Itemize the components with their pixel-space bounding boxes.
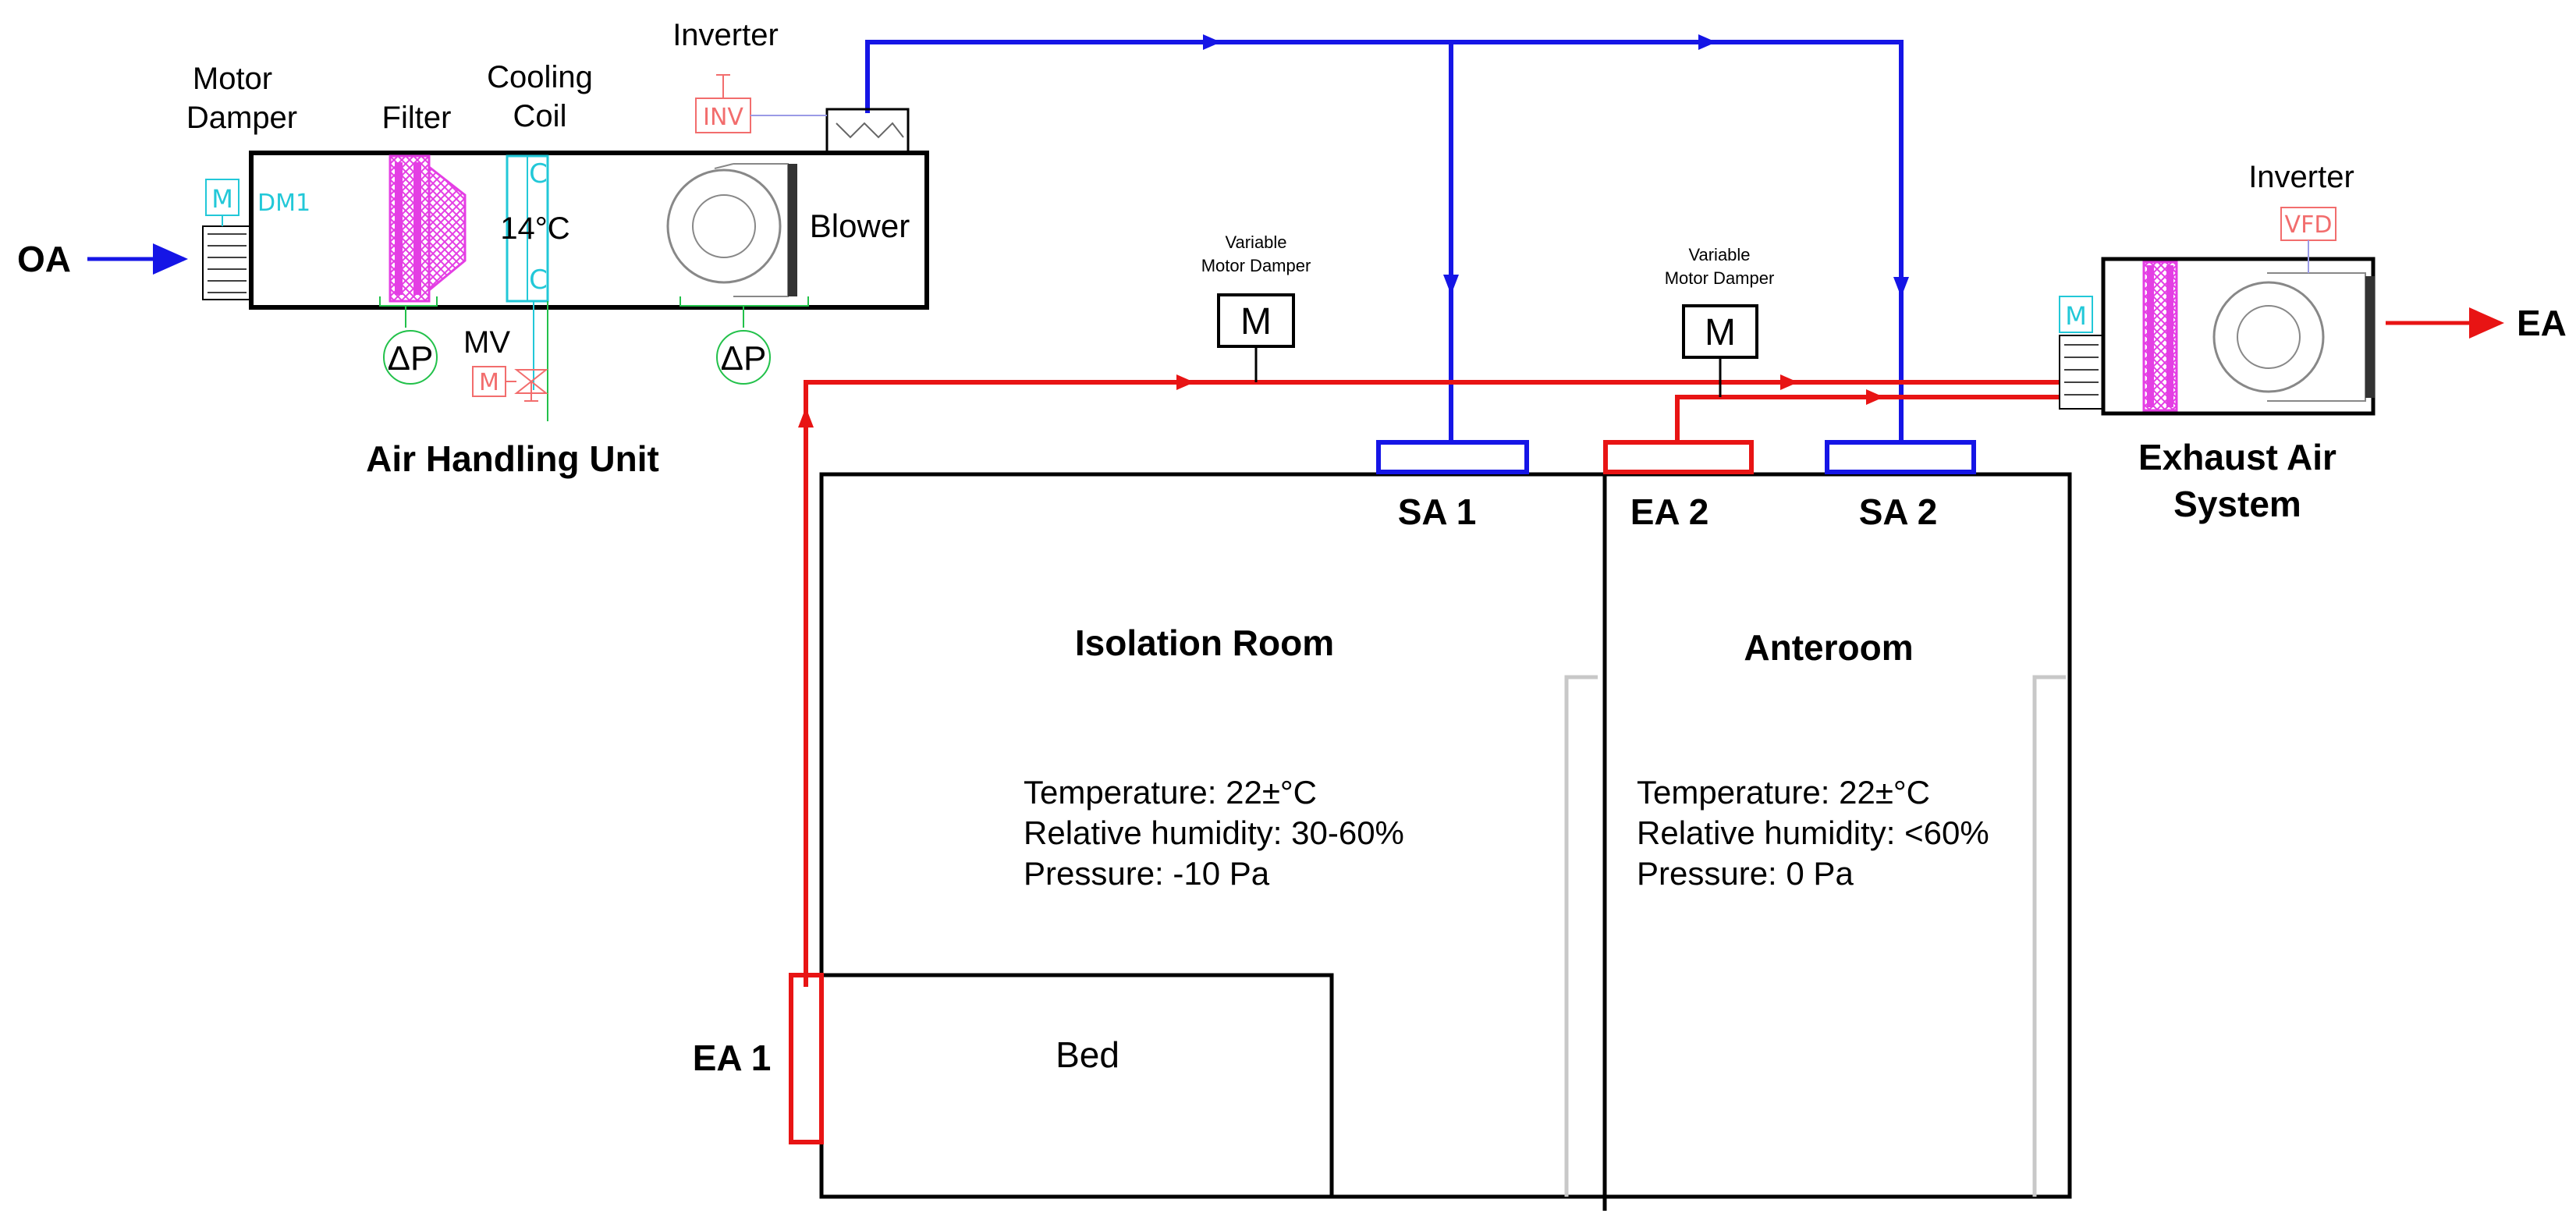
sa2-label: SA 2 [1859,491,1938,532]
motor-damper-label: Motor [193,62,272,96]
coil-symbol: C [529,158,548,190]
variable-motor-damper-1: Variable Motor Damper M [1201,232,1311,382]
exhaust-flow-arrows [798,374,1884,428]
blower-dp-tubing [679,296,809,328]
supply-air-duct [865,40,1904,442]
ahu-damper-motor-symbol: M [211,184,233,214]
damper-label: Motor Damper [1665,268,1775,288]
supply-flow-arrows [1203,34,1909,297]
ea-label: EA [2517,303,2567,343]
ea1-grille [789,973,824,1144]
damper-label: Motor Damper [1201,256,1311,275]
arrow-right-icon [1698,34,1716,50]
arrow-up-icon [798,407,814,428]
filter-dp-label: ΔP [388,339,434,378]
differential-pressure-sensor-icon [383,330,438,385]
sa1-diffuser [1376,440,1529,474]
ahu-fan-outlet [825,108,910,154]
door-frame [1564,675,2066,1197]
centrifugal-fan-icon [2212,281,2325,393]
ahu-inverter-label: Inverter [672,18,779,52]
ahu-damper-blades [208,233,247,293]
blower-dp-label: ΔP [721,339,767,378]
arrow-right-icon [1866,389,1884,405]
exhaust-damper-box [2059,335,2104,410]
damper-label: Variable [1225,232,1286,252]
ahu-cooling-coil: C C [506,154,549,303]
exhaust-filter [2142,261,2178,412]
exhaust-title: System [2173,484,2301,524]
exhaust-air-duct [804,380,2060,987]
isolation-room-pressure: Pressure: -10 Pa [1024,855,1270,892]
motor-icon [2059,296,2093,333]
oa-label: OA [17,239,71,279]
isolation-room-title: Isolation Room [1075,623,1334,663]
arrow-right-icon [1780,374,1798,390]
valve-motor-symbol: M [479,369,499,396]
arrow-right-icon [1203,34,1221,50]
isolation-room-temperature: Temperature: 22±°C [1024,774,1317,811]
damper-motor-symbol: M [1240,301,1272,342]
exhaust-inverter-tag: VFD [2285,211,2333,239]
exhaust-blower [2212,272,2375,402]
exhaust-damper-motor-symbol: M [2065,301,2087,331]
ahu-filter [389,154,467,303]
exhaust-damper-blades [2064,344,2099,396]
coil-temperature: 14°C [500,211,569,246]
exhaust-title: Exhaust Air [2138,437,2336,477]
damper-motor-symbol: M [1705,312,1736,353]
ea2-label: EA 2 [1630,491,1709,532]
ahu-title: Air Handling Unit [366,438,659,479]
anteroom-humidity: Relative humidity: <60% [1637,814,1989,851]
motor-valve-icon [514,369,548,402]
anteroom-title: Anteroom [1744,627,1913,668]
ahu-inverter-tag: INV [703,104,743,131]
arrow-right-icon [1176,374,1194,390]
variable-motor-damper-2: Variable Motor Damper M [1665,245,1775,397]
centrifugal-fan-icon [666,169,782,284]
cooling-coil-label: Coil [513,99,567,133]
ahu-damper-tag: DM1 [257,190,310,217]
arrow-down-icon [1443,275,1459,295]
anteroom-temperature: Temperature: 22±°C [1637,774,1930,811]
damper-label: Variable [1688,245,1750,264]
motor-damper-label: Damper [186,101,297,135]
exhaust-air-system: M VFD [2059,207,2376,416]
bed-label: Bed [1056,1034,1119,1075]
ahu-damper-box [202,225,252,300]
filter-dp-tubing [379,296,438,328]
coil-symbol: C [529,264,548,296]
bed [819,973,1334,1199]
anteroom-pressure: Pressure: 0 Pa [1637,855,1854,892]
air-handling-unit: M DM1 ΔP C C 14°C M MV [202,74,929,421]
cooling-coil-label: Cooling [487,60,593,94]
exhaust-inverter-label: Inverter [2248,160,2354,194]
ea2-grille [1603,440,1754,474]
sa1-label: SA 1 [1398,491,1477,532]
arrow-down-icon [1893,277,1909,297]
filter-label: Filter [382,101,452,135]
differential-pressure-sensor-icon [716,330,771,385]
blower-label: Blower [810,208,910,244]
ea1-label: EA 1 [693,1038,772,1078]
motor-valve-label: MV [463,325,510,360]
isolation-room-humidity: Relative humidity: 30-60% [1024,814,1404,851]
ahu-blower [666,163,797,297]
sa2-diffuser [1825,440,1976,474]
